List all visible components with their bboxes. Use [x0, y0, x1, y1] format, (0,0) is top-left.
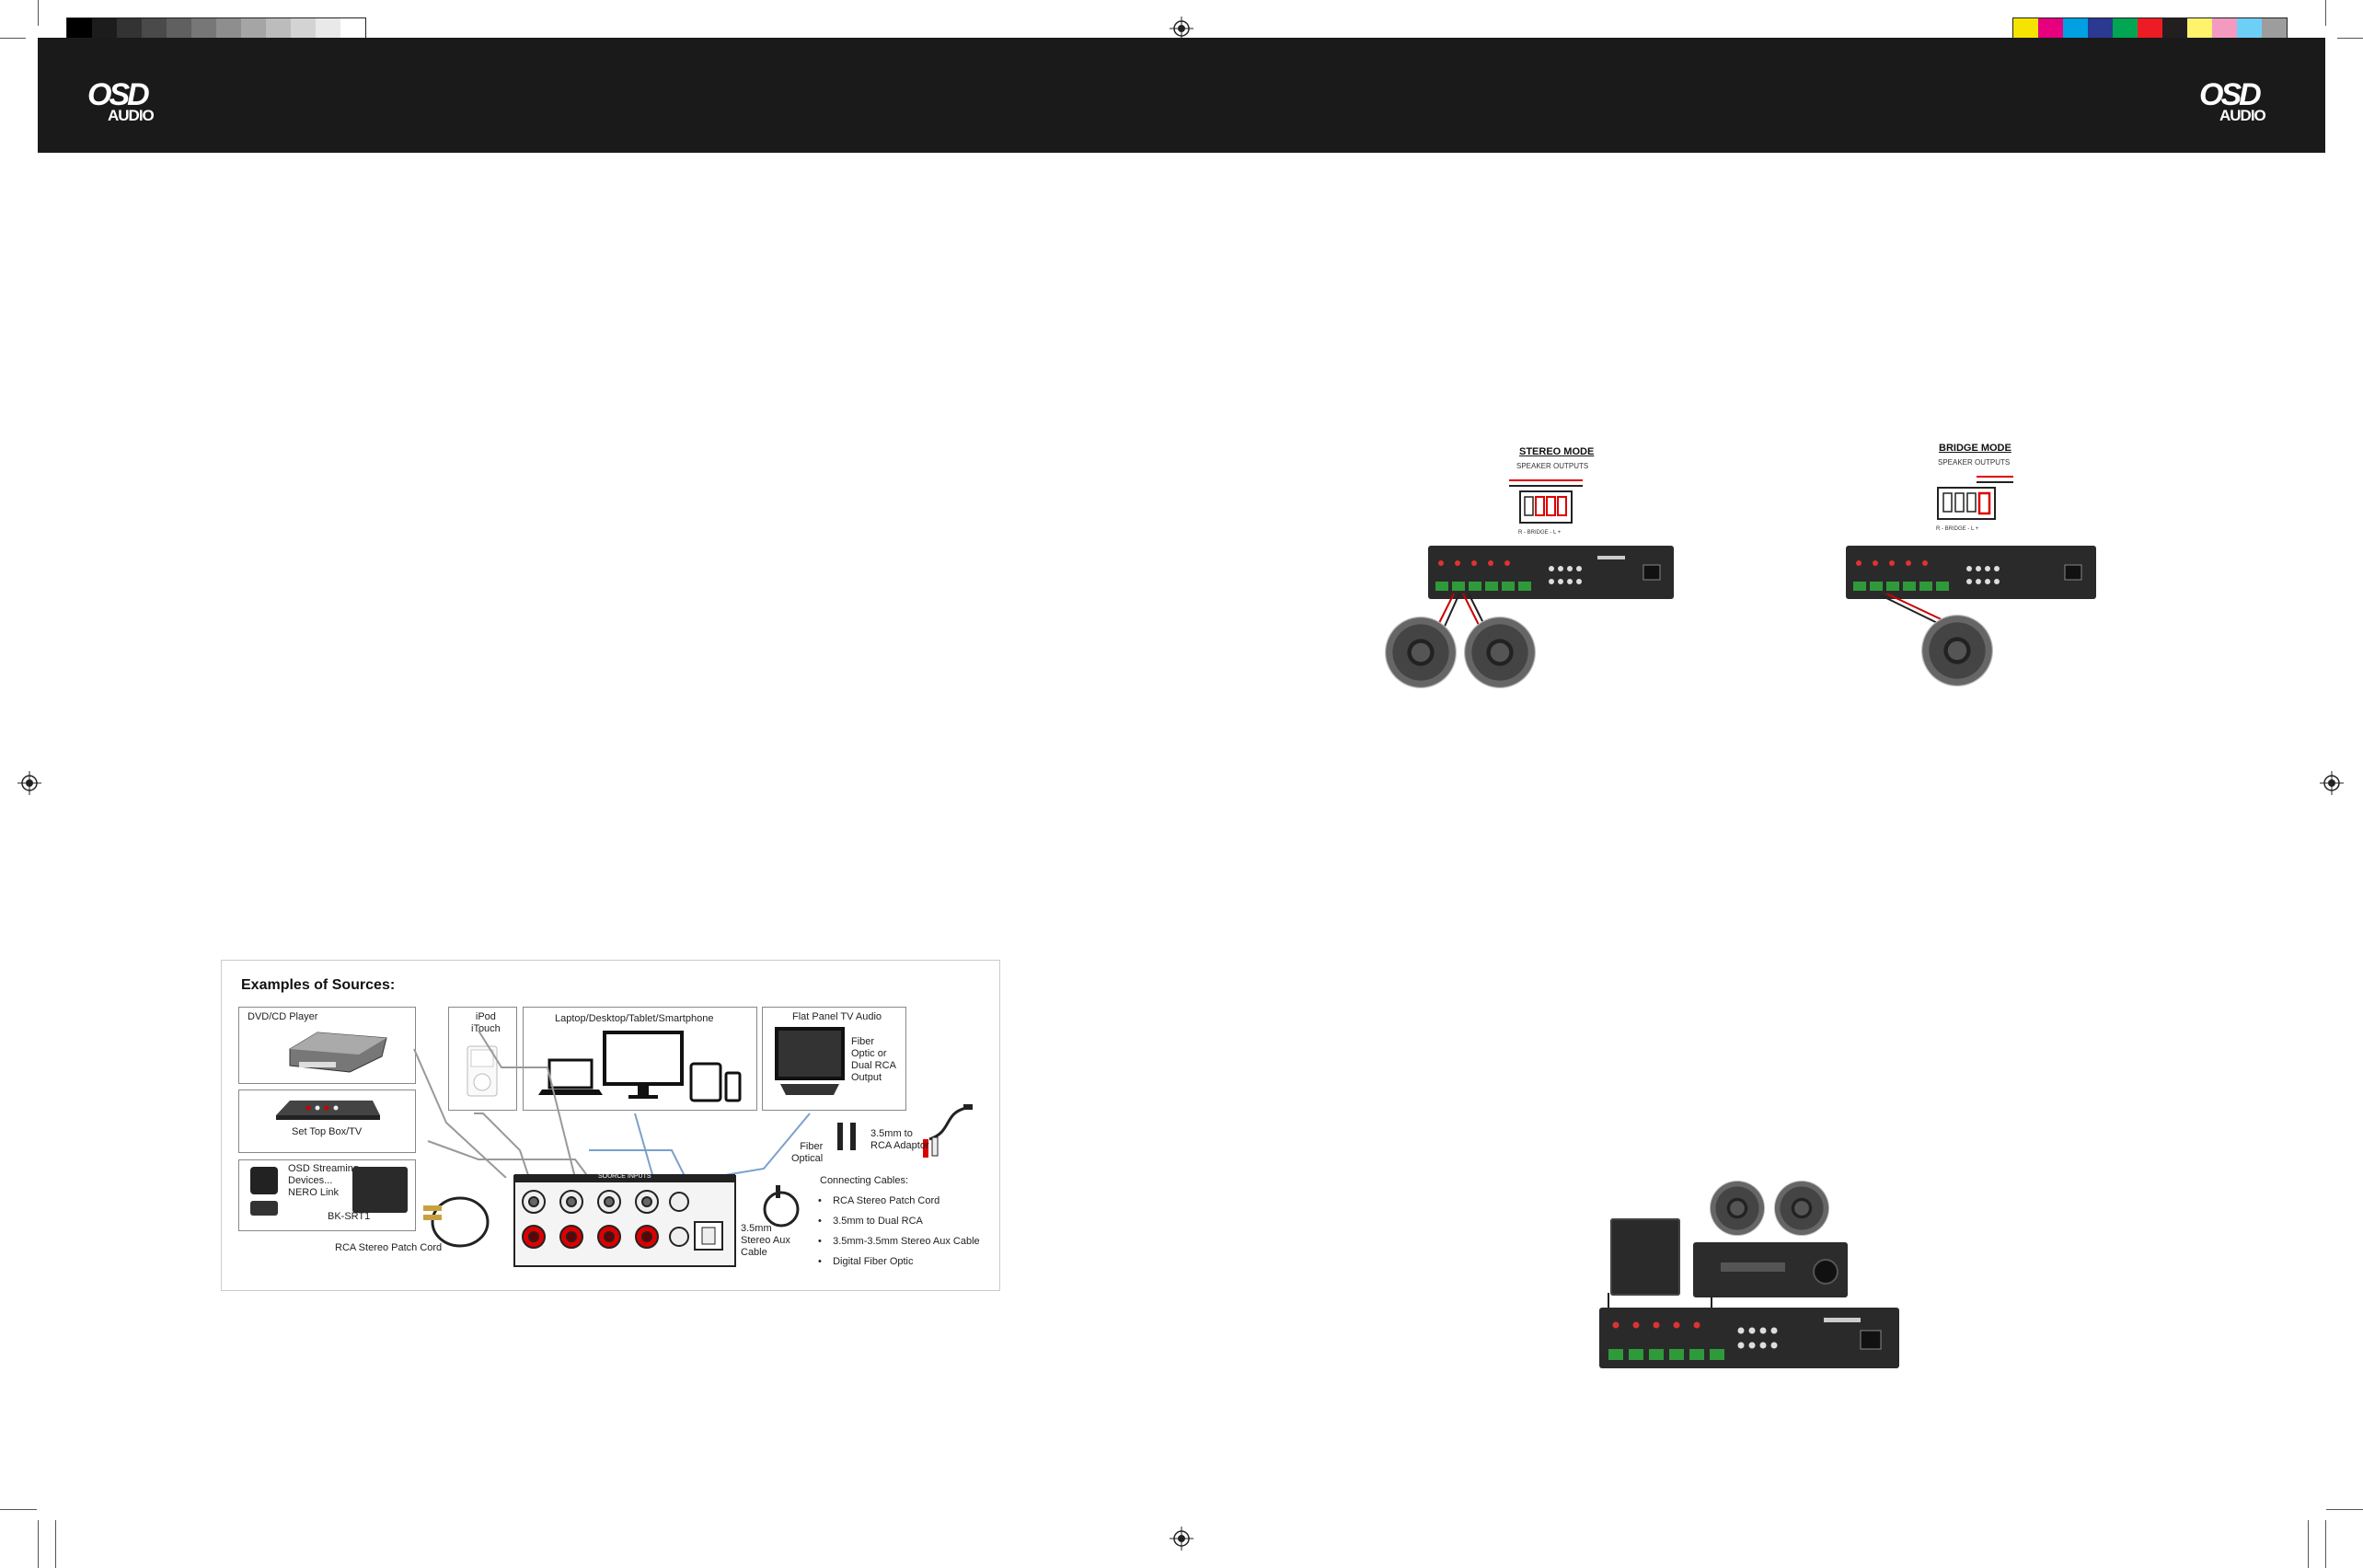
- cable-item: • RCA Stereo Patch Cord: [818, 1195, 940, 1206]
- gray-swatch: [340, 18, 365, 41]
- streamer-device-icon: [250, 1201, 278, 1216]
- stereo-terminal-diagram: R - BRIDGE - L +: [1509, 479, 1583, 536]
- rca-adaptor-icon: [923, 1104, 973, 1158]
- crop-mark: [0, 1509, 37, 1510]
- nero-device-icon: [250, 1167, 278, 1194]
- receiver-knob-icon: [1813, 1259, 1839, 1285]
- rca-adaptor-label: 3.5mm to RCA Adaptor: [870, 1128, 929, 1151]
- receiver-display: [1721, 1262, 1785, 1272]
- registration-target-icon: [1170, 1527, 1193, 1551]
- receiver-icon: [1693, 1242, 1848, 1297]
- gray-swatch: [67, 18, 92, 41]
- brand-logo-right: OSD AUDIO: [2199, 77, 2266, 124]
- rca-patch-cord-label: RCA Stereo Patch Cord: [335, 1242, 443, 1253]
- aux-cable-label: 3.5mm Stereo Aux Cable: [741, 1223, 790, 1258]
- registration-target-icon: [2320, 771, 2344, 795]
- color-swatch: [2113, 18, 2138, 41]
- bridge-amplifier-panel: [1853, 560, 2082, 591]
- set-top-box: [238, 1090, 416, 1153]
- ceiling-speaker-left: [1710, 1181, 1765, 1236]
- fiber-optical-label: Fiber Optical: [791, 1141, 824, 1164]
- crop-mark: [2337, 38, 2363, 39]
- gray-swatch: [291, 18, 316, 41]
- gray-swatch: [316, 18, 340, 41]
- computers-label: Laptop/Desktop/Tablet/Smartphone: [555, 1013, 714, 1024]
- bk-srt1-device-icon: [352, 1167, 408, 1213]
- color-swatch: [2187, 18, 2212, 41]
- color-calibration-strip: [2012, 17, 2288, 42]
- connection-lines: [413, 1031, 811, 1178]
- svg-text:R - BRIDGE - L +: R - BRIDGE - L +: [1518, 530, 1562, 536]
- ipod-icon: [467, 1045, 498, 1097]
- bridge-mode-title: BRIDGE MODE: [1939, 443, 2011, 454]
- stereo-mode-title: STEREO MODE: [1519, 446, 1595, 457]
- gray-swatch: [266, 18, 291, 41]
- system-amplifier-panel: [1608, 1318, 1882, 1360]
- crop-mark: [2325, 1520, 2326, 1568]
- aux-cable-icon: [763, 1185, 800, 1228]
- tv-icon: [775, 1027, 845, 1095]
- header-band: [38, 38, 2325, 153]
- color-swatch: [2262, 18, 2287, 41]
- gray-swatch: [142, 18, 167, 41]
- system-wiring: [1608, 1293, 1712, 1309]
- color-swatch: [2237, 18, 2262, 41]
- ceiling-speaker-right: [1774, 1181, 1829, 1236]
- gray-swatch: [167, 18, 191, 41]
- set-top-box-label: Set Top Box/TV: [292, 1126, 363, 1137]
- crop-mark: [55, 1520, 56, 1568]
- color-swatch: [2038, 18, 2063, 41]
- source-inputs-panel: [513, 1174, 736, 1267]
- cable-item: • Digital Fiber Optic: [818, 1256, 914, 1267]
- bridge-speaker-outputs-label: SPEAKER OUTPUTS: [1938, 458, 2011, 467]
- registration-target-icon: [17, 771, 41, 795]
- crop-mark: [2326, 1509, 2363, 1510]
- subwoofer-icon: [1610, 1218, 1680, 1296]
- fiber-optical-icon: [837, 1123, 856, 1150]
- bk-srt1-label: BK-SRT1: [328, 1211, 371, 1222]
- rca-patch-cord-icon: [423, 1196, 490, 1248]
- crop-mark: [38, 1520, 39, 1568]
- color-swatch: [2162, 18, 2187, 41]
- color-swatch: [2212, 18, 2237, 41]
- stereo-speaker-outputs-label: SPEAKER OUTPUTS: [1516, 462, 1589, 470]
- gray-swatch: [92, 18, 117, 41]
- registration-target-icon: [1170, 17, 1193, 40]
- gray-swatch: [241, 18, 266, 41]
- crop-mark: [2325, 0, 2326, 26]
- set-top-box-icon: [276, 1101, 380, 1120]
- bridge-speaker: [1921, 615, 1993, 686]
- color-swatch: [2138, 18, 2162, 41]
- sources-title: Examples of Sources:: [241, 977, 396, 993]
- bridge-terminal-diagram: R - BRIDGE - L +: [1936, 476, 2013, 532]
- cable-item: • 3.5mm-3.5mm Stereo Aux Cable: [818, 1236, 980, 1247]
- color-swatch: [2088, 18, 2113, 41]
- crop-mark: [2308, 1520, 2309, 1568]
- source-inputs-label: SOURCE INPUTS: [598, 1173, 651, 1180]
- gray-swatch: [191, 18, 216, 41]
- connecting-cables-list: • RCA Stereo Patch Cord • 3.5mm to Dual …: [818, 1191, 980, 1272]
- crop-mark: [38, 0, 39, 26]
- dvd-player-icon: [289, 1032, 387, 1073]
- stereo-amplifier-panel: [1435, 556, 1661, 591]
- cable-item: • 3.5mm to Dual RCA: [818, 1216, 923, 1227]
- grayscale-calibration-strip: [66, 17, 366, 42]
- dvd-player-label: DVD/CD Player: [248, 1011, 318, 1022]
- fiber-rca-note: Fiber Optic or Dual RCA Output: [851, 1036, 896, 1083]
- stereo-speaker-right: [1464, 617, 1536, 688]
- crop-mark: [0, 38, 26, 39]
- stereo-speaker-left: [1385, 617, 1457, 688]
- gray-swatch: [216, 18, 241, 41]
- connecting-cables-title: Connecting Cables:: [820, 1175, 909, 1186]
- svg-text:R - BRIDGE - L +: R - BRIDGE - L +: [1936, 526, 1979, 532]
- streaming-label: OSD Streaming Devices... NERO Link: [288, 1163, 360, 1198]
- color-swatch: [2013, 18, 2038, 41]
- tv-label: Flat Panel TV Audio: [792, 1011, 882, 1022]
- gray-swatch: [117, 18, 142, 41]
- brand-logo-left: OSD AUDIO: [87, 77, 155, 124]
- color-swatch: [2063, 18, 2088, 41]
